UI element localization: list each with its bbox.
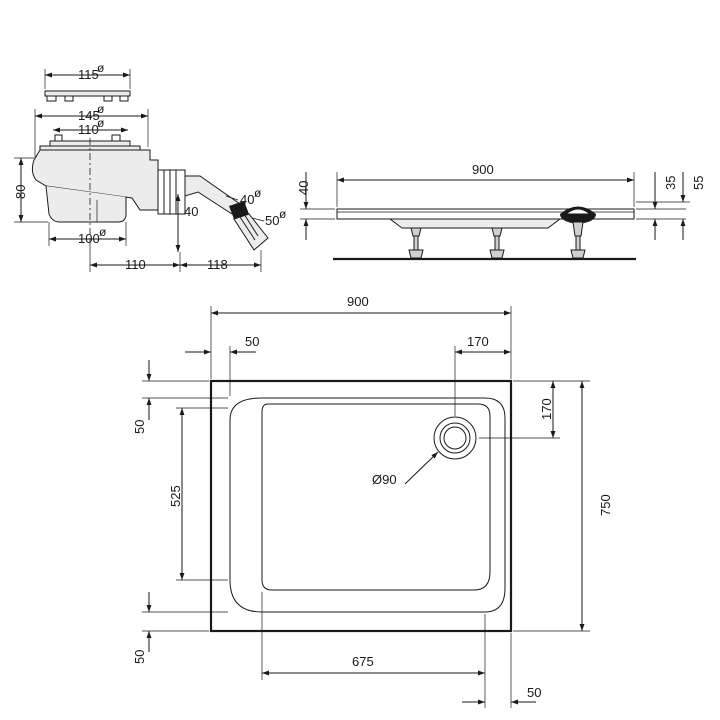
plan-inner-width-label: 675 (352, 654, 374, 669)
side-height-35-dimension: 35 (636, 172, 686, 240)
trap-height-dimension: 80 (13, 157, 48, 223)
trap-outlet-inner-diameter-symbol: ø (254, 186, 262, 200)
plan-waste-diameter-label: Ø90 (372, 472, 397, 487)
trap-outlet-drop-label: 40 (184, 204, 198, 219)
side-tray-body (336, 206, 635, 229)
plan-rim-left-dimension: 50 (185, 334, 259, 396)
trap-sump-diameter-label: 100 (78, 231, 100, 246)
side-tray-legs (408, 221, 586, 259)
plan-inner-floor (261, 403, 491, 591)
trap-sump-dimension: 100 ø (48, 222, 127, 246)
plan-width-label: 900 (347, 294, 369, 309)
plan-rim-top-dimension: 50 (132, 360, 228, 434)
plan-rim-left-label: 50 (245, 334, 259, 349)
trap-outlet-inner-diameter-label: 40 (240, 192, 254, 207)
trap-offset-dimensions: 110 118 (89, 238, 262, 272)
plan-rim-bottom-label: 50 (132, 650, 147, 664)
trap-thread-dimension: 110 ø (53, 116, 128, 137)
plan-rim-right-label: 50 (527, 685, 541, 700)
trap-thread-diameter-symbol: ø (97, 116, 105, 130)
trap-outlet-drop-dimension: 40 (175, 194, 198, 252)
side-height-55-label: 55 (691, 176, 706, 190)
trap-outlet (157, 169, 269, 251)
plan-width-dimension: 900 (210, 294, 512, 379)
tray-side-view: 900 40 (296, 162, 706, 261)
plan-waste-y-label: 170 (539, 398, 554, 420)
plan-waste-y-dimension: 170 (479, 380, 590, 439)
trap-offset-b-label: 118 (207, 257, 228, 272)
plan-waste-outlet (433, 416, 477, 460)
trap-body-dimension: 145 ø (34, 102, 149, 160)
trap-cover-diameter-symbol: ø (97, 61, 105, 75)
trap-body (31, 134, 159, 223)
trap-outlet-diameter-symbol: ø (279, 207, 287, 221)
plan-inner-depth-dimension: 525 (168, 407, 228, 581)
plan-outer-edge (209, 379, 513, 633)
trap-cover-dimension: 115 ø (44, 61, 131, 89)
trap-cover-diameter-label: 115 (78, 67, 99, 82)
plan-depth-label: 750 (598, 494, 613, 516)
side-height-55-dimension: 55 (636, 172, 706, 240)
trap-thread-diameter-label: 110 (78, 122, 99, 137)
plan-waste-x-label: 170 (467, 334, 489, 349)
trap-sump-diameter-symbol: ø (99, 225, 107, 239)
trap-height-label: 80 (13, 185, 28, 199)
side-length-label: 900 (472, 162, 494, 177)
trap-body-diameter-symbol: ø (97, 102, 105, 116)
trap-cover-plate (44, 90, 131, 102)
side-height-35-label: 35 (663, 176, 678, 190)
side-height-40-label: 40 (296, 181, 311, 195)
plan-rim-bottom-dimension: 50 (132, 592, 228, 664)
plan-inner-depth-label: 525 (168, 485, 183, 507)
plan-rim-right-dimension: 50 (462, 633, 541, 708)
tray-plan-view: Ø90 900 50 170 170 (132, 294, 613, 708)
plan-rim-top-label: 50 (132, 420, 147, 434)
trap-outlet-diameter-label: 50 (265, 213, 279, 228)
plan-depth-dimension: 750 (513, 381, 613, 632)
plan-waste-x-dimension: 170 (454, 334, 511, 416)
side-length-dimension: 900 (336, 162, 635, 207)
waste-trap-view: 115 ø 145 ø 110 ø (13, 61, 287, 272)
trap-body-diameter-label: 145 (78, 108, 100, 123)
plan-inner-rim (229, 397, 506, 613)
plan-inner-width-dimension: 675 (261, 592, 486, 708)
trap-offset-a-label: 110 (125, 257, 146, 272)
side-height-40-dimension: 40 (296, 172, 335, 240)
